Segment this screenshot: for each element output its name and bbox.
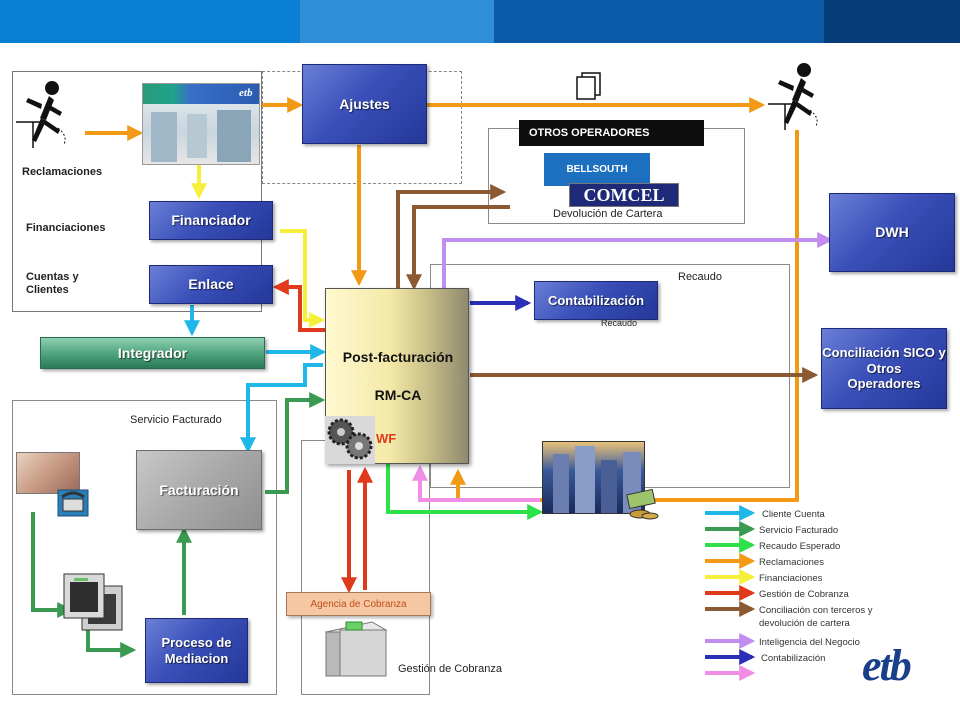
recaudo-small-label: Recaudo <box>601 318 638 328</box>
legend-item-conciliacion-2: devolución de cartera <box>759 618 850 629</box>
comcel-text: COMCEL <box>583 184 665 205</box>
financiador-node[interactable]: Financiador <box>149 201 273 240</box>
cuentas-label-2: Clientes <box>26 284 69 296</box>
cuentas-label-1: Cuentas y <box>26 271 79 283</box>
contabilizacion-node[interactable]: Contabilización <box>534 281 658 320</box>
dwh-node[interactable]: DWH <box>829 193 955 272</box>
header-band-2 <box>300 0 494 43</box>
bellsouth-logo: BELLSOUTH <box>544 153 650 186</box>
conciliacion-line-1: Conciliación SICO y <box>822 345 946 361</box>
legend-item-financiaciones: Financiaciones <box>759 573 823 584</box>
enlace-node[interactable]: Enlace <box>149 265 273 304</box>
recaudo-top-label: Recaudo <box>678 271 723 283</box>
money-icon <box>626 488 659 520</box>
conciliacion-line-3: Operadores <box>847 376 921 392</box>
post-facturacion-line-2: RM-CA <box>374 387 422 403</box>
financiaciones-label: Financiaciones <box>26 222 106 234</box>
agencia-cobranza-node[interactable]: Agencia de Cobranza <box>286 592 431 616</box>
gestion-cobranza-label: Gestión de Cobranza <box>398 663 502 675</box>
switch-server-icon <box>63 573 123 631</box>
comcel-logo: COMCEL <box>569 183 679 207</box>
wf-label: WF <box>376 431 397 446</box>
header-band-1 <box>0 0 300 43</box>
otros-operadores-header: OTROS OPERADORES <box>519 120 704 146</box>
proceso-line-2: Mediacion <box>164 650 229 666</box>
runner-icon <box>16 81 66 148</box>
legend-item-conciliacion-1: Conciliación con terceros y <box>759 605 873 616</box>
servicio-facturado-panel <box>12 400 277 695</box>
proceso-mediacion-node[interactable]: Proceso de Mediacion <box>145 618 248 683</box>
header-band-3 <box>494 0 824 43</box>
integrador-node[interactable]: Integrador <box>40 337 265 369</box>
bellsouth-text: BELLSOUTH <box>566 164 628 175</box>
devolucion-label: Devolución de Cartera <box>553 208 663 220</box>
legend-item-servicio-facturado: Servicio Facturado <box>759 525 839 536</box>
legend-item-cliente-cuenta: Cliente Cuenta <box>762 509 825 520</box>
ajustes-node[interactable]: Ajustes <box>302 64 427 144</box>
header-band-4 <box>824 0 960 43</box>
telephone-icon <box>57 489 89 517</box>
facturacion-node[interactable]: Facturación <box>136 450 262 530</box>
building-icon <box>324 621 388 677</box>
legend-item-contabilizacion: Contabilización <box>761 653 826 664</box>
proceso-line-1: Proceso de <box>161 634 232 650</box>
store-etb-logo: etb <box>239 87 253 99</box>
conciliacion-node[interactable]: Conciliación SICO y Otros Operadores <box>821 328 947 409</box>
post-facturacion-line-1: Post-facturación <box>342 349 454 365</box>
channels-panel <box>12 71 262 312</box>
runner-icon-right <box>768 63 818 130</box>
gears-icon <box>325 416 375 464</box>
legend-item-recaudo-esperado: Recaudo Esperado <box>759 541 841 552</box>
documents-icon <box>576 72 601 100</box>
conciliacion-line-2: Otros <box>866 360 902 376</box>
reclamaciones-label: Reclamaciones <box>22 166 103 178</box>
legend-item-gestion-cobranza: Gestión de Cobranza <box>759 589 849 600</box>
legend-item-reclamaciones: Reclamaciones <box>759 557 824 568</box>
legend-item-inteligencia: Inteligencia del Negocio <box>759 637 860 648</box>
etb-store-illustration: etb <box>142 83 260 165</box>
customer-photo <box>16 452 80 494</box>
servicio-facturado-label: Servicio Facturado <box>130 414 222 426</box>
etb-logo: etb <box>862 641 912 690</box>
